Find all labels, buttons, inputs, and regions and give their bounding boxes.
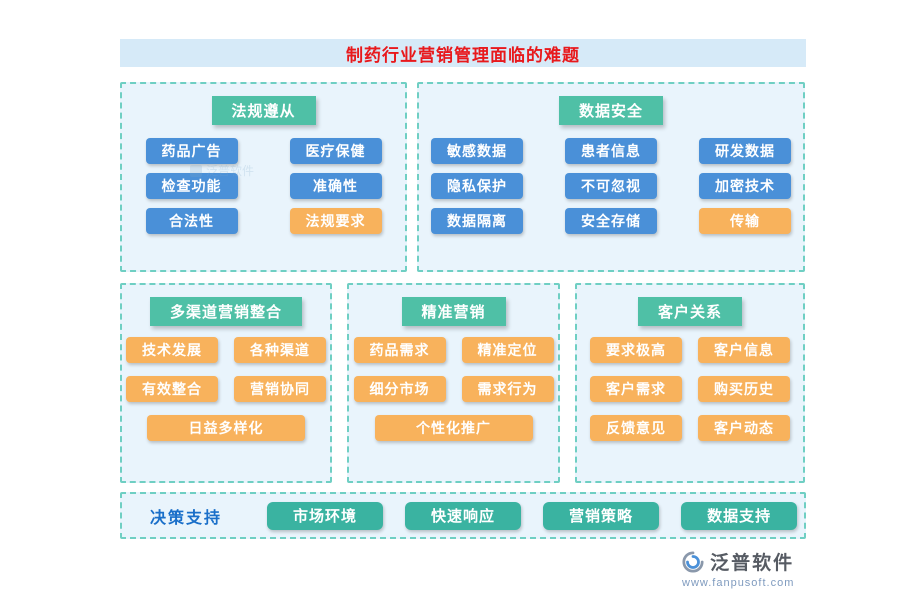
brand-name: 泛普软件 bbox=[710, 553, 795, 574]
decision-support-label: 决策支持 bbox=[150, 509, 223, 527]
brand-site: www.fanpusoft.com bbox=[682, 577, 795, 589]
section-compliance: 法规遵从 药品广告 医疗保健 检查功能 准确性 合法性 法规要求 bbox=[120, 82, 407, 272]
topic-chip[interactable]: 数据隔离 bbox=[431, 208, 523, 234]
section-items: 药品需求 精准定位 细分市场 需求行为 个性化推广 bbox=[349, 285, 558, 441]
decision-support-items: 市场环境 快速响应 营销策略 数据支持 bbox=[267, 501, 798, 530]
topic-chip[interactable]: 合法性 bbox=[145, 208, 238, 234]
topic-chip[interactable]: 加密技术 bbox=[699, 173, 791, 199]
topic-chip[interactable]: 准确性 bbox=[289, 173, 382, 199]
topic-chip[interactable]: 营销协同 bbox=[234, 376, 326, 402]
topic-chip[interactable]: 客户动态 bbox=[698, 415, 790, 441]
topic-chip[interactable]: 细分市场 bbox=[353, 376, 446, 402]
section-badge: 法规遵从 bbox=[211, 96, 316, 125]
brand-logo: 泛普软件 www.fanpusoft.com bbox=[682, 548, 794, 589]
topic-chip[interactable]: 药品需求 bbox=[353, 337, 446, 363]
topic-chip[interactable]: 市场环境 bbox=[267, 501, 384, 530]
topic-chip[interactable]: 反馈意见 bbox=[590, 415, 682, 441]
section-data-security: 数据安全 敏感数据 患者信息 研发数据 隐私保护 不可忽视 加密技术 数据隔离 … bbox=[417, 82, 805, 272]
section-badge: 数据安全 bbox=[558, 96, 664, 125]
topic-chip[interactable]: 数据支持 bbox=[681, 501, 798, 530]
section-badge: 客户关系 bbox=[637, 297, 743, 326]
topic-chip[interactable]: 医疗保健 bbox=[289, 138, 382, 164]
topic-chip[interactable]: 快速响应 bbox=[405, 501, 522, 530]
topic-chip[interactable]: 检查功能 bbox=[145, 173, 238, 199]
topic-chip[interactable]: 技术发展 bbox=[126, 337, 218, 363]
topic-chip[interactable]: 各种渠道 bbox=[234, 337, 326, 363]
section-customer-relations: 客户关系 要求极高 客户信息 客户需求 购买历史 反馈意见 客户动态 bbox=[575, 283, 805, 483]
section-badge: 精准营销 bbox=[401, 297, 506, 326]
topic-chip[interactable]: 购买历史 bbox=[698, 376, 790, 402]
topic-chip[interactable]: 药品广告 bbox=[145, 138, 238, 164]
topic-chip[interactable]: 客户信息 bbox=[698, 337, 790, 363]
topic-chip[interactable]: 要求极高 bbox=[590, 337, 682, 363]
section-items: 药品广告 医疗保健 检查功能 准确性 合法性 法规要求 bbox=[122, 84, 405, 234]
topic-chip[interactable]: 敏感数据 bbox=[431, 138, 523, 164]
topic-chip[interactable]: 营销策略 bbox=[543, 501, 660, 530]
topic-chip[interactable]: 传输 bbox=[699, 208, 791, 234]
topic-chip[interactable]: 隐私保护 bbox=[431, 173, 523, 199]
topic-chip[interactable]: 研发数据 bbox=[699, 138, 791, 164]
section-decision-support: 决策支持 市场环境 快速响应 营销策略 数据支持 bbox=[120, 492, 806, 539]
topic-chip[interactable]: 法规要求 bbox=[289, 208, 382, 234]
section-items: 敏感数据 患者信息 研发数据 隐私保护 不可忽视 加密技术 数据隔离 安全存储 … bbox=[419, 84, 803, 234]
topic-chip[interactable]: 客户需求 bbox=[590, 376, 682, 402]
section-badge: 多渠道营销整合 bbox=[149, 297, 303, 326]
fanpu-logo-icon bbox=[682, 550, 704, 573]
topic-chip[interactable]: 精准定位 bbox=[461, 337, 554, 363]
topic-chip[interactable]: 患者信息 bbox=[565, 138, 657, 164]
section-items: 要求极高 客户信息 客户需求 购买历史 反馈意见 客户动态 bbox=[577, 285, 803, 441]
topic-chip[interactable]: 个性化推广 bbox=[374, 415, 533, 441]
section-items: 技术发展 各种渠道 有效整合 营销协同 日益多样化 bbox=[122, 285, 330, 441]
page-title: 制药行业营销管理面临的难题 bbox=[120, 39, 806, 67]
topic-chip[interactable]: 需求行为 bbox=[461, 376, 554, 402]
topic-chip[interactable]: 有效整合 bbox=[126, 376, 218, 402]
topic-chip[interactable]: 不可忽视 bbox=[565, 173, 657, 199]
section-precision-marketing: 精准营销 药品需求 精准定位 细分市场 需求行为 个性化推广 bbox=[347, 283, 560, 483]
topic-chip[interactable]: 安全存储 bbox=[565, 208, 657, 234]
topic-chip[interactable]: 日益多样化 bbox=[147, 415, 305, 441]
section-multichannel: 多渠道营销整合 技术发展 各种渠道 有效整合 营销协同 日益多样化 bbox=[120, 283, 332, 483]
